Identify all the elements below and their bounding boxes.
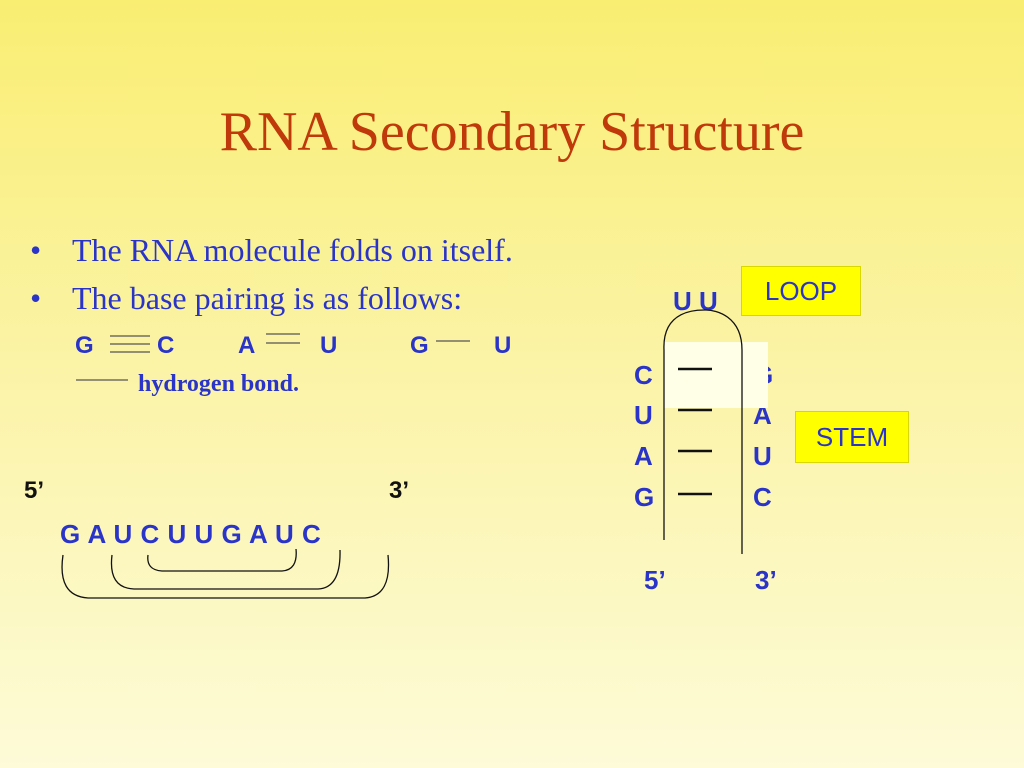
linear-rna-sequence: G A U C U U G A U C <box>60 519 322 549</box>
double-bond-symbol <box>266 333 300 344</box>
hairpin-loop-fill <box>664 342 768 408</box>
triple-bond-symbol <box>110 335 150 353</box>
hairpin-left-base: G <box>634 482 655 512</box>
pair-2-right-base: U <box>320 332 338 359</box>
pair-1-right-base: C <box>157 332 175 359</box>
stem-label: STEM <box>795 411 909 463</box>
linear-five-prime-label: 5’ <box>24 477 45 504</box>
bullet-item: • The base pairing is as follows: <box>30 280 462 317</box>
hairpin-three-prime-label: 3’ <box>755 565 777 595</box>
hairpin-backbone <box>663 309 743 554</box>
hydrogen-bond-legend: hydrogen bond. <box>138 371 299 397</box>
pair-3-right-base: U <box>494 332 512 359</box>
hairpin-right-base: U <box>753 441 772 471</box>
bullet-item: • The RNA molecule folds on itself. <box>30 232 513 269</box>
slide-title: RNA Secondary Structure <box>219 101 805 163</box>
hairpin-five-prime-label: 5’ <box>644 565 666 595</box>
pair-3-left-base: G <box>410 332 429 359</box>
hairpin-left-base: U <box>634 400 653 430</box>
bullet-dot: • <box>30 280 42 316</box>
bullet-dot: • <box>30 232 42 268</box>
pair-2-left-base: A <box>238 332 256 359</box>
loop-label: LOOP <box>741 266 861 316</box>
bullet-text: The base pairing is as follows: <box>72 280 463 316</box>
pairing-bracket-middle <box>110 549 341 590</box>
pairing-bracket-inner <box>147 548 297 572</box>
pairing-bracket-outer <box>61 554 390 599</box>
linear-three-prime-label: 3’ <box>389 477 410 504</box>
hairpin-right-base: C <box>753 482 772 512</box>
hairpin-left-base: C <box>634 360 653 390</box>
bullet-text: The RNA molecule folds on itself. <box>72 232 513 268</box>
hairpin-left-base: A <box>634 441 653 471</box>
pair-1-left-base: G <box>75 332 94 359</box>
